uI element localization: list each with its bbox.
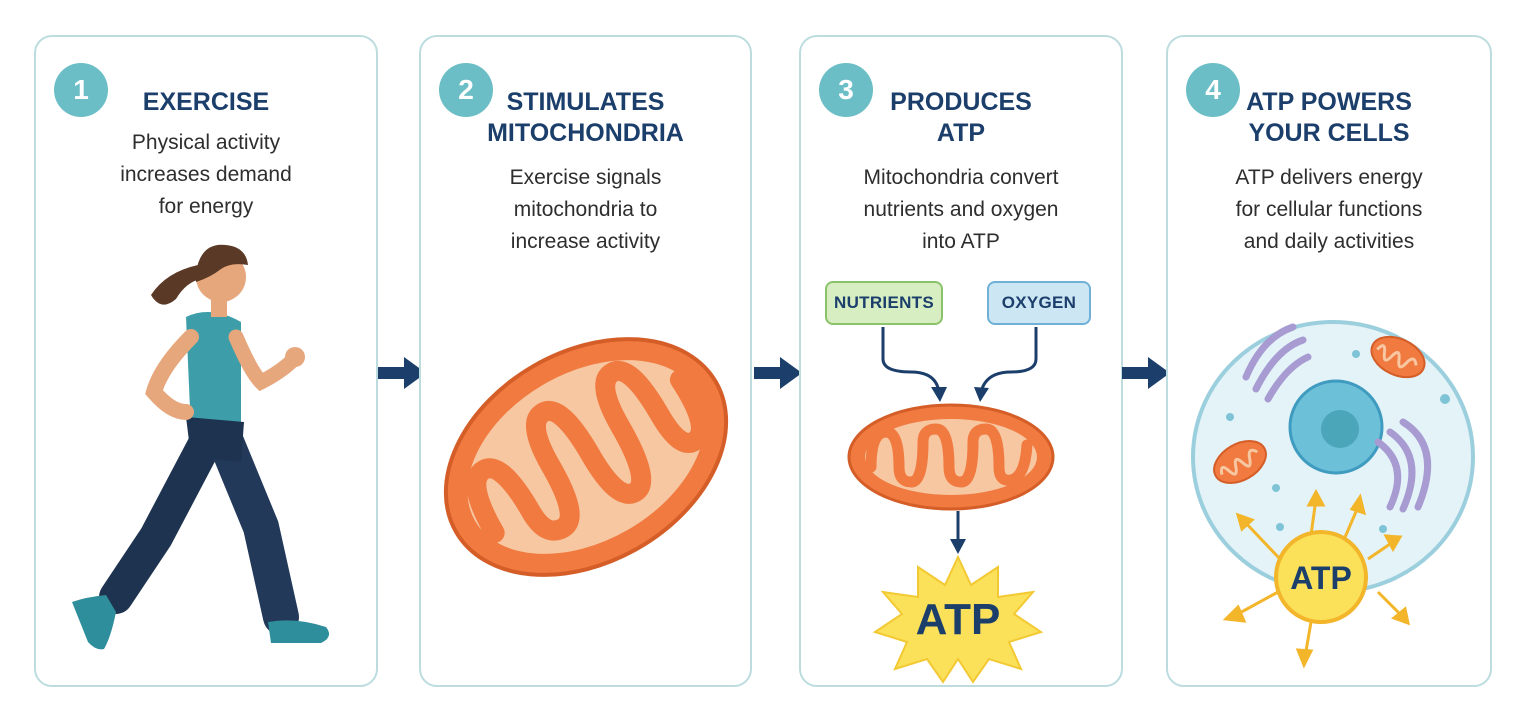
step-title: ATP POWERS YOUR CELLS [1246, 88, 1412, 147]
step-2-panel: 2 STIMULATES MITOCHONDRIA Exercise signa… [419, 35, 752, 687]
atp-production-diagram [847, 327, 1055, 684]
step-3-panel: 3 PRODUCES ATP Mitochondria convert nutr… [799, 35, 1123, 687]
step-number-badge: 4 [1186, 63, 1240, 117]
step-4-panel: 4 ATP POWERS YOUR CELLS ATP delivers ene… [1166, 35, 1492, 687]
step-number-badge: 3 [819, 63, 873, 117]
arrow-right-icon [378, 357, 426, 389]
arrow-right-icon [754, 357, 802, 389]
atp-radiating-arrows [1222, 488, 1411, 669]
step-description: Exercise signals mitochondria to increas… [509, 166, 662, 253]
step-title: STIMULATES MITOCHONDRIA [487, 88, 684, 147]
arrow-right-icon [1122, 357, 1170, 389]
atp-cell-label: ATP [1290, 560, 1352, 596]
step-description: ATP delivers energy for cellular functio… [1235, 166, 1423, 253]
atp-burst-label: ATP [915, 595, 1001, 644]
step-description: Mitochondria convert nutrients and oxyge… [863, 166, 1059, 253]
step-title: PRODUCES ATP [890, 88, 1032, 147]
step-number-badge: 1 [54, 63, 108, 117]
oxygen-box: OXYGEN [987, 281, 1091, 325]
atp-burst-icon [872, 554, 1044, 684]
step-title: EXERCISE [142, 88, 270, 116]
step-1-panel: 1 EXERCISE Physical activity increases d… [34, 35, 378, 687]
cell-icon [1191, 320, 1475, 669]
mitochondrion-icon [443, 337, 729, 577]
runner-illustration [72, 244, 330, 650]
nutrients-box: NUTRIENTS [825, 281, 943, 325]
step-number-badge: 2 [439, 63, 493, 117]
step-description: Physical activity increases demand for e… [120, 131, 292, 218]
mitochondrion-icon [847, 403, 1055, 511]
